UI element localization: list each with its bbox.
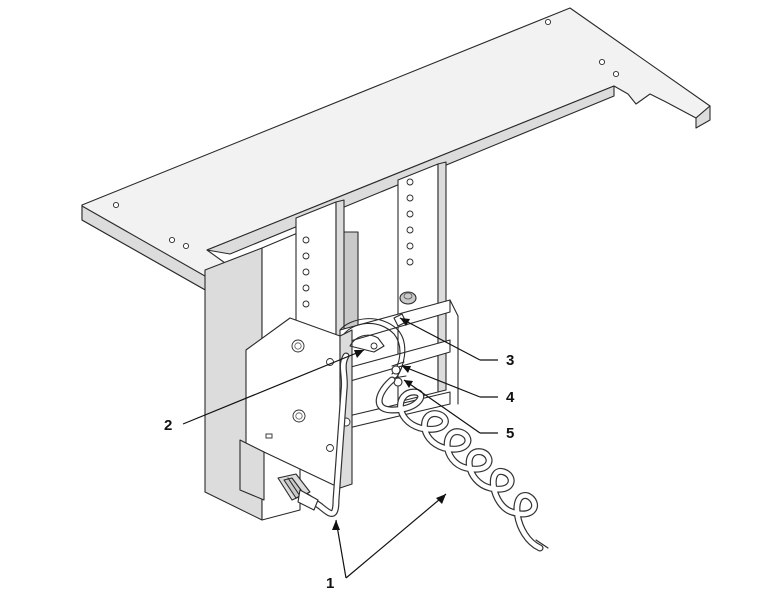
hose-pipe (296, 352, 350, 517)
callout-label-4: 4 (506, 389, 515, 406)
upright-right (397, 161, 447, 403)
callout-5: 5 (403, 379, 514, 442)
mounting-plate (81, 7, 711, 301)
callout-2: 2 (164, 349, 365, 434)
callout-1: 1 (326, 493, 447, 592)
callout-label-2: 2 (164, 417, 172, 434)
coiled-hose (375, 376, 549, 552)
callout-label-3: 3 (506, 352, 514, 369)
callout-3: 3 (399, 317, 514, 369)
callout-4: 4 (401, 365, 515, 406)
fitting-4 (391, 361, 405, 375)
callout-label-5: 5 (506, 425, 514, 442)
pipe-clamp (349, 334, 385, 353)
hose-coupling (277, 473, 319, 511)
bolt-upper (399, 291, 417, 305)
callout-label-1: 1 (326, 575, 334, 592)
